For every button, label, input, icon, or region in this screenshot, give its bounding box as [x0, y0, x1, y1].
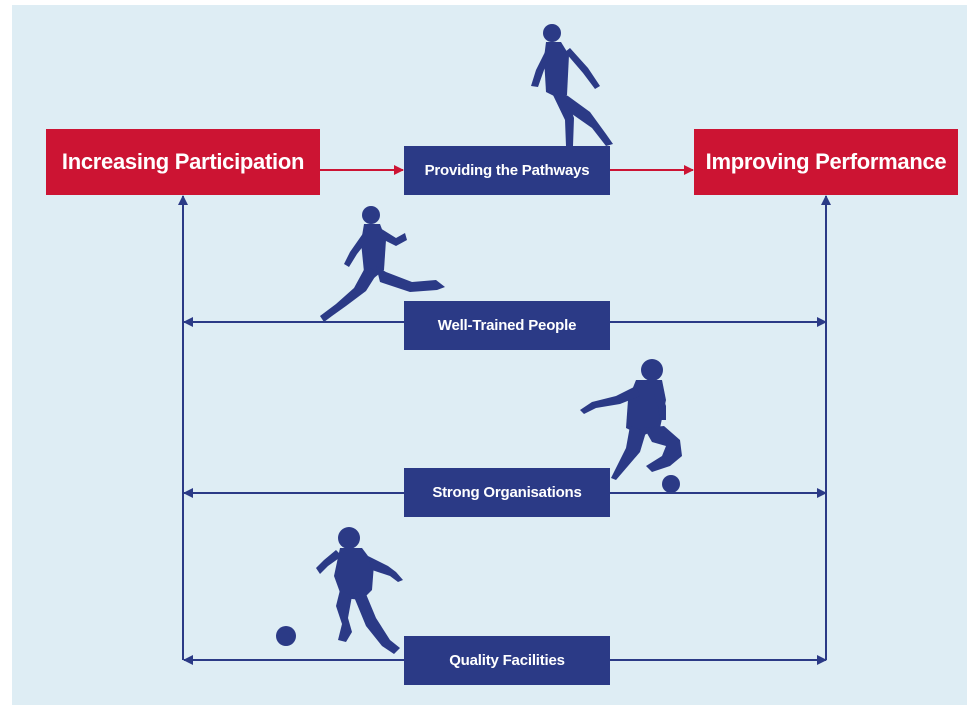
providing-pathways-label: Providing the Pathways — [424, 162, 590, 179]
player-kicking-icon — [320, 206, 445, 322]
strong-organisations-box: Strong Organisations — [404, 468, 610, 517]
ball-icon — [662, 475, 680, 493]
improving-performance-box: Improving Performance — [694, 129, 958, 195]
quality-facilities-box: Quality Facilities — [404, 636, 610, 685]
diagram-background — [12, 5, 967, 705]
quality-facilities-label: Quality Facilities — [449, 652, 565, 669]
ball-icon — [276, 626, 296, 646]
player-dribbling-icon — [580, 359, 682, 480]
providing-pathways-box: Providing the Pathways — [404, 146, 610, 195]
strong-organisations-label: Strong Organisations — [432, 484, 582, 501]
increasing-participation-box: Increasing Participation — [46, 129, 320, 195]
player-standing-icon — [531, 24, 613, 146]
improving-performance-label: Improving Performance — [705, 149, 947, 174]
well-trained-people-label: Well-Trained People — [437, 317, 577, 334]
increasing-participation-label: Increasing Participation — [61, 149, 305, 174]
well-trained-people-box: Well-Trained People — [404, 301, 610, 350]
player-running-icon — [316, 527, 403, 654]
